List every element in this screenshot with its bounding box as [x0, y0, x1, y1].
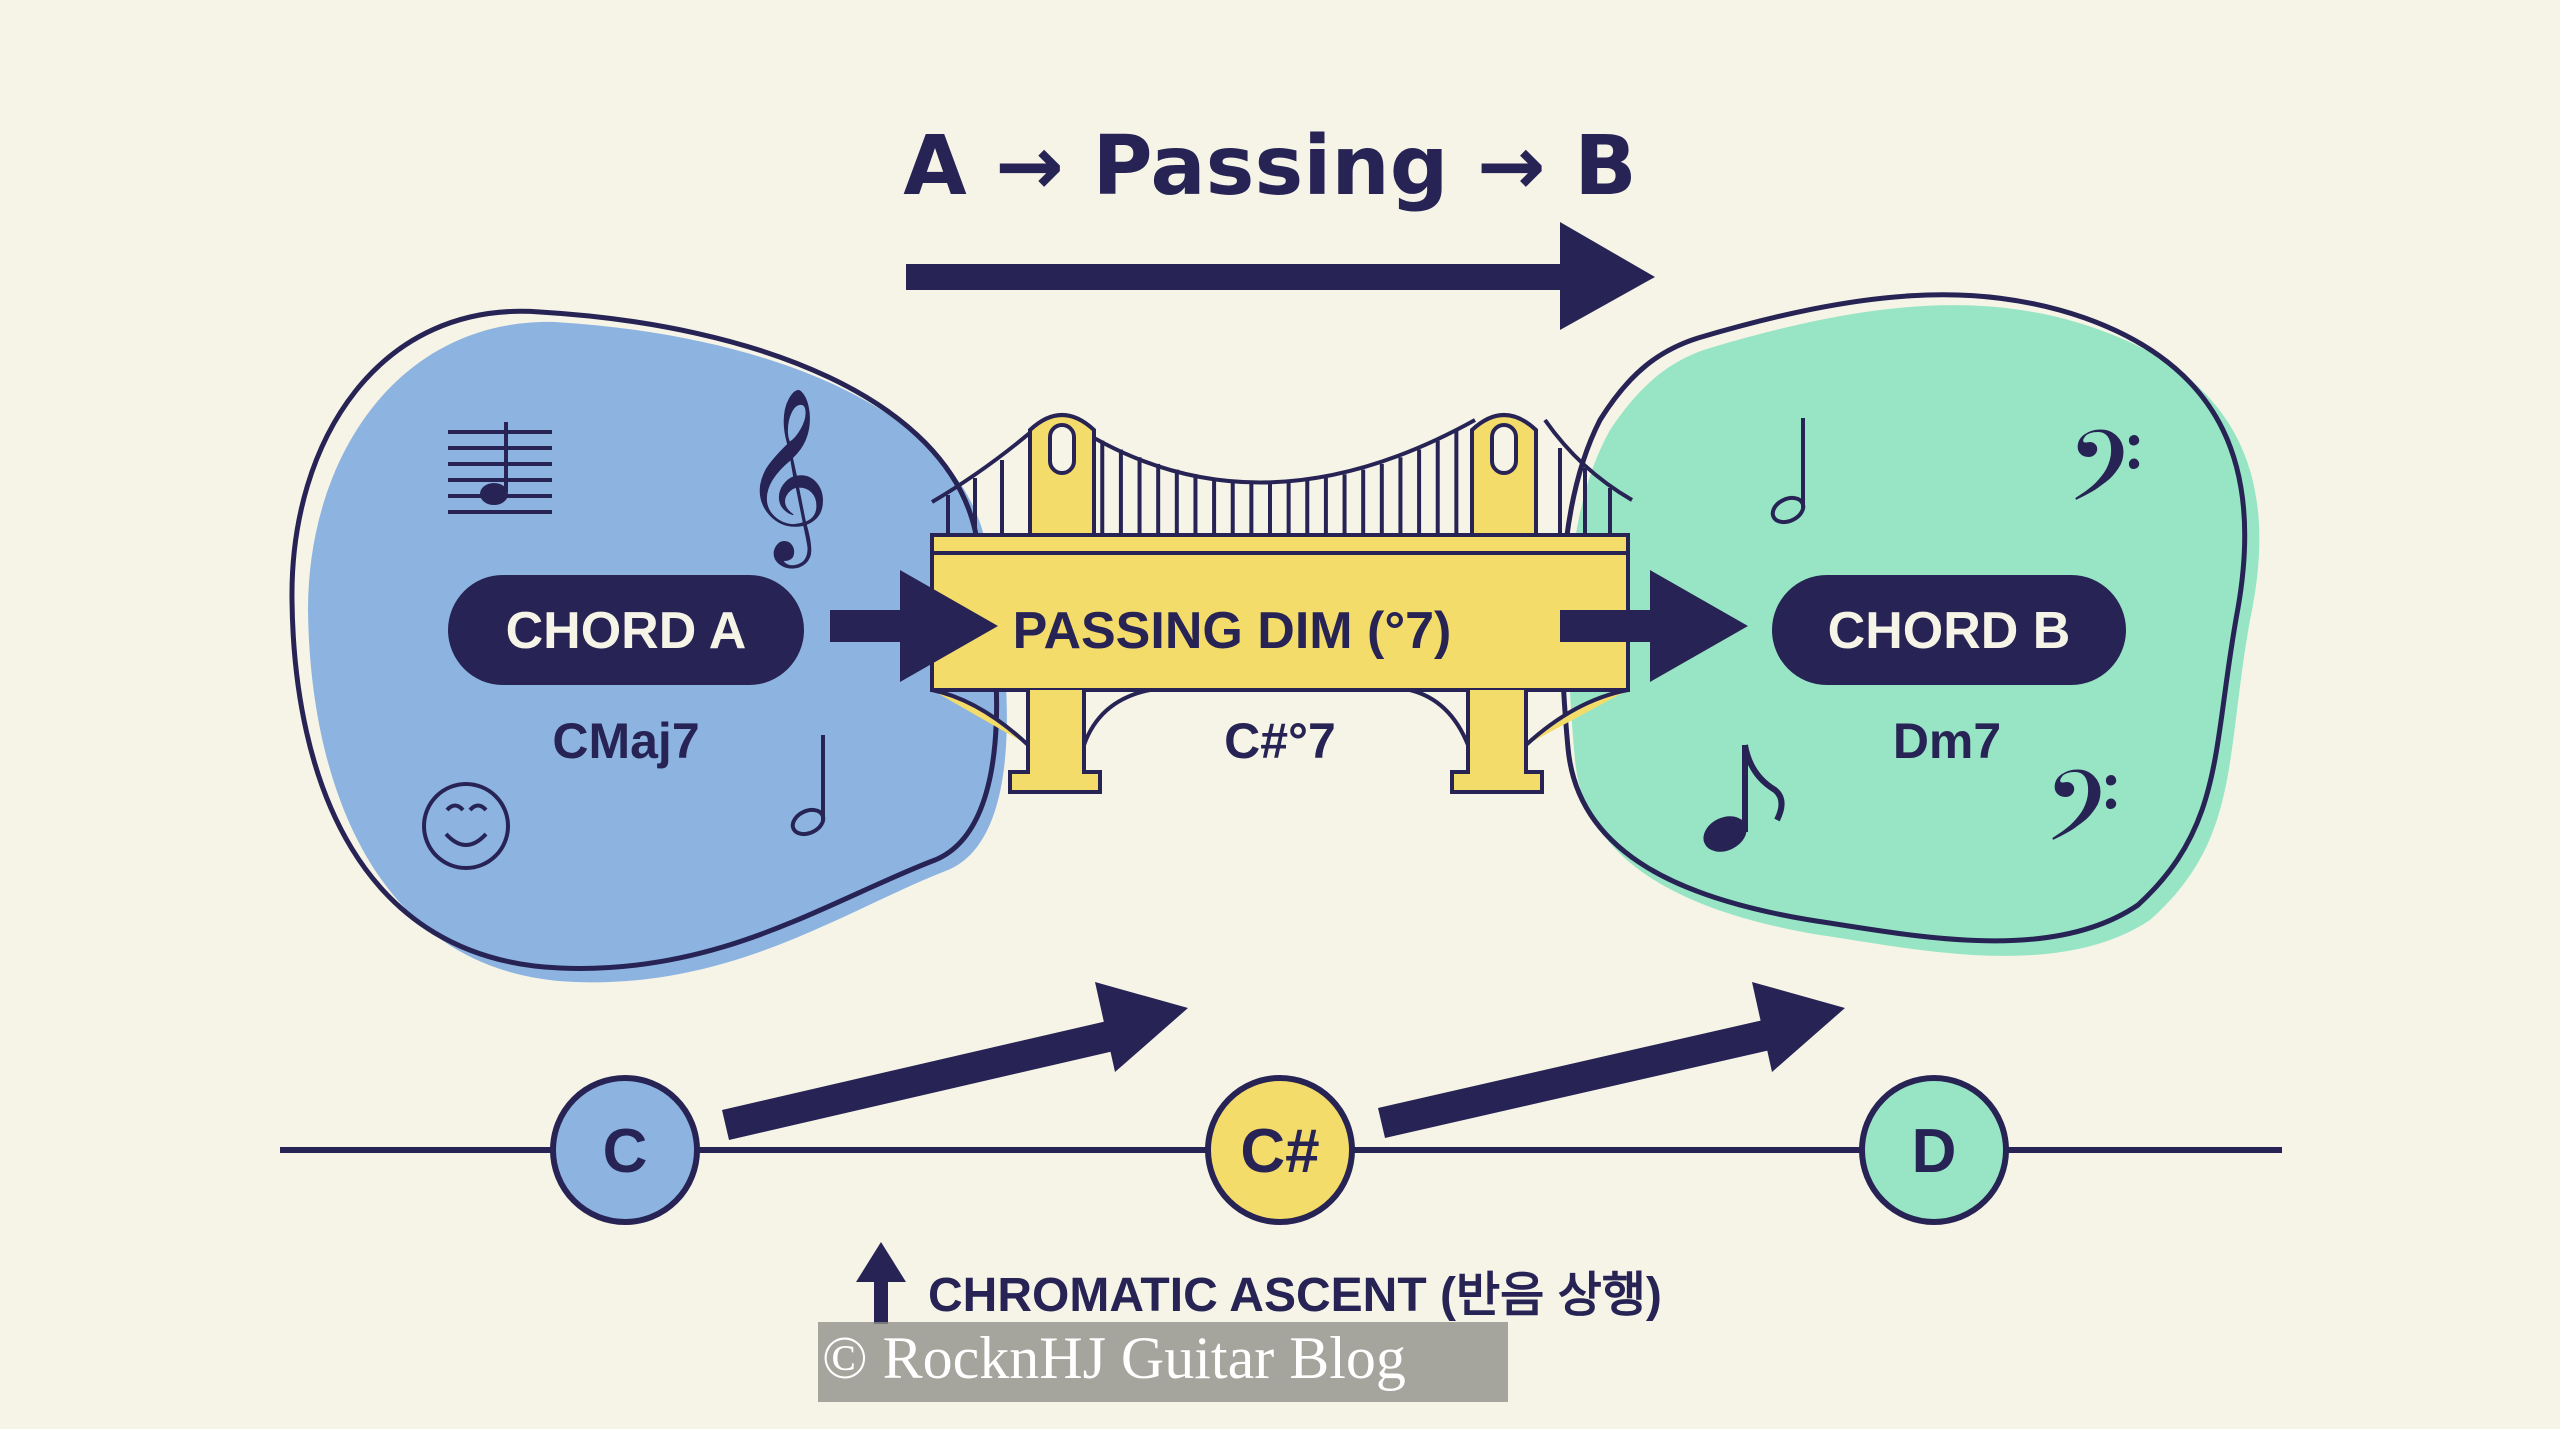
passing-name: C#°7: [1224, 713, 1336, 769]
bass-clef-icon: 𝄢: [2066, 410, 2143, 549]
chord-b-pill: CHORD B: [1772, 575, 2126, 685]
note-c-sharp: C#: [1205, 1075, 1355, 1225]
treble-clef-icon: 𝄞: [742, 387, 831, 569]
watermark-text: © RocknHJ Guitar Blog: [822, 1325, 1406, 1391]
note-c-label: C: [603, 1117, 648, 1186]
direction-arrow: [906, 222, 1655, 330]
note-d: D: [1859, 1075, 2009, 1225]
chord-b-label: CHORD B: [1828, 602, 2071, 660]
passing-label: PASSING DIM (°7): [1013, 602, 1452, 660]
eighth-note-icon: [1703, 744, 1785, 852]
note-c: C: [550, 1075, 700, 1225]
ascent-arrow-1: [722, 982, 1188, 1140]
watermark: © RocknHJ Guitar Blog: [818, 1322, 1508, 1402]
note-c-sharp-label: C#: [1240, 1117, 1319, 1186]
arrow-passing-to-b: [1560, 570, 1748, 682]
up-arrow-icon: [856, 1242, 906, 1324]
chord-a-name: CMaj7: [552, 713, 699, 769]
chord-b-name: Dm7: [1893, 713, 2001, 769]
half-note-icon: [1770, 418, 1806, 525]
chord-a-label: CHORD A: [506, 602, 747, 660]
chord-a-pill: CHORD A: [448, 575, 804, 685]
caption: CHROMATIC ASCENT (반음 상행): [928, 1269, 1662, 1322]
sheet-music-icon: [448, 422, 552, 514]
bass-clef-icon: 𝄢: [2043, 750, 2120, 889]
note-d-label: D: [1912, 1117, 1957, 1186]
diagram-title: A → Passing → B: [903, 119, 1637, 214]
arrow-a-to-passing: [830, 570, 998, 682]
ascent-arrow-2: [1378, 982, 1845, 1138]
half-note-icon: [790, 735, 826, 837]
smiley-icon: [422, 782, 510, 870]
